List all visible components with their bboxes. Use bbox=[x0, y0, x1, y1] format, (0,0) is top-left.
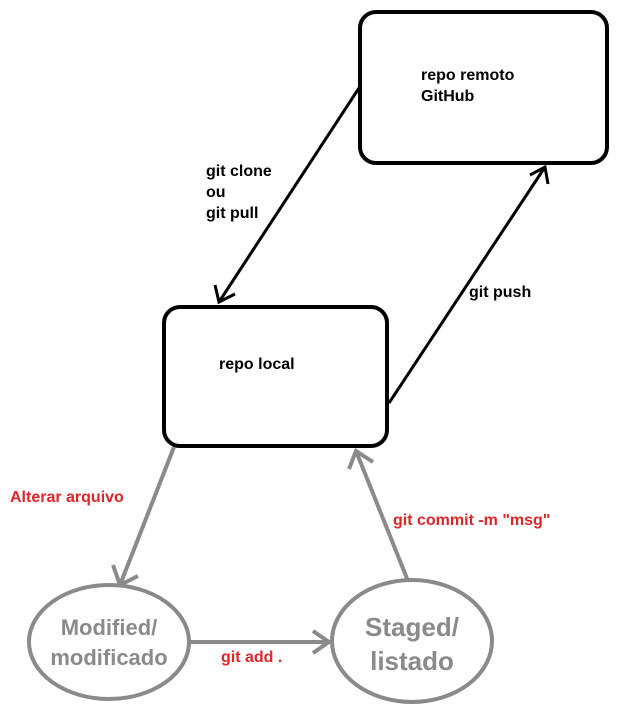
remote-repo-line1: repo remoto bbox=[421, 67, 515, 84]
remote-repo-box bbox=[358, 10, 609, 165]
modified-line2: modificado bbox=[50, 645, 168, 670]
staged-label: Staged/ listado bbox=[332, 610, 492, 678]
git-add-label: git add . bbox=[221, 649, 283, 666]
staged-ellipse bbox=[330, 578, 494, 704]
alter-file-arrow bbox=[111, 446, 176, 588]
commit-label: git commit -m "msg" bbox=[393, 512, 551, 529]
push-arrow bbox=[387, 164, 550, 404]
remote-repo-label: repo remoto GitHub bbox=[421, 65, 514, 107]
commit-arrow bbox=[347, 447, 410, 582]
clone-pull-label: git clone ou git pull bbox=[206, 161, 272, 224]
staged-line2: listado bbox=[370, 646, 454, 676]
clone-pull-arrow bbox=[213, 87, 361, 305]
local-repo-box bbox=[162, 305, 389, 448]
clone-pull-line1: git clone bbox=[206, 163, 272, 180]
remote-repo-line2: GitHub bbox=[421, 88, 475, 105]
modified-label: Modified/ modificado bbox=[29, 613, 189, 673]
local-repo-label: repo local bbox=[219, 356, 295, 373]
staged-line1: Staged/ bbox=[365, 612, 459, 642]
clone-pull-line2: ou bbox=[206, 184, 226, 201]
push-label: git push bbox=[469, 284, 532, 301]
git-add-arrow bbox=[189, 629, 333, 655]
clone-pull-line3: git pull bbox=[206, 205, 259, 222]
modified-line1: Modified/ bbox=[60, 615, 158, 640]
alter-file-label: Alterar arquivo bbox=[10, 489, 124, 506]
